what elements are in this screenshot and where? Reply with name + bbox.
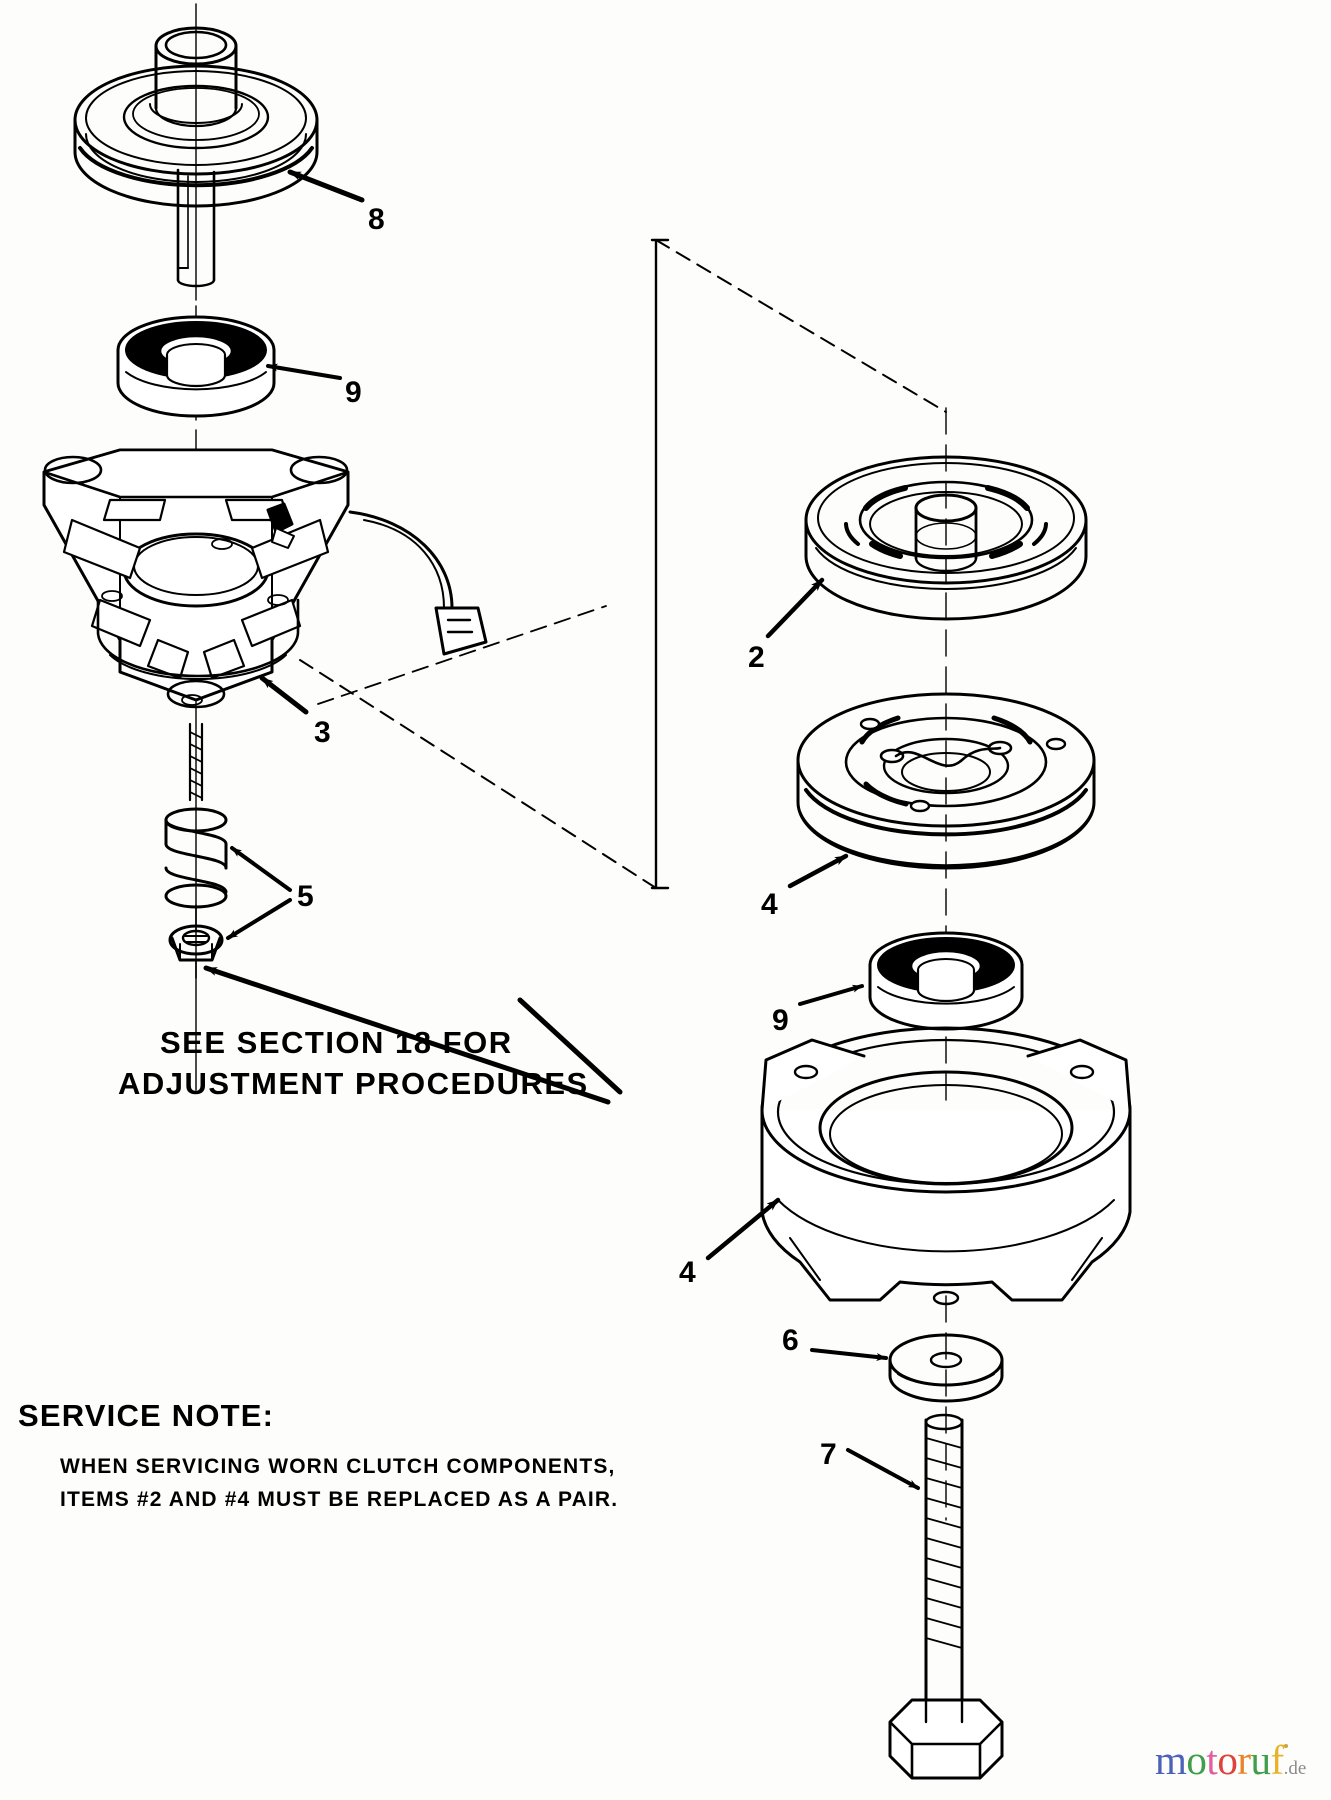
see-section-line-1: SEE SECTION 18 FOR bbox=[160, 1025, 513, 1060]
leader-8 bbox=[287, 169, 365, 203]
see-section-line-2: ADJUSTMENT PROCEDURES bbox=[118, 1066, 589, 1101]
part-6-flat-washer bbox=[888, 1333, 1004, 1403]
leader-lines bbox=[203, 169, 920, 1490]
callout-5: 5 bbox=[297, 880, 314, 913]
service-note: SERVICE NOTE: WHEN SERVICING WORN CLUTCH… bbox=[18, 1398, 618, 1516]
leader-4a bbox=[787, 853, 849, 889]
part-3-field-bracket bbox=[42, 448, 488, 709]
callout-4-housing: 4 bbox=[679, 1256, 696, 1289]
leader-2 bbox=[765, 577, 825, 639]
watermark-letter: o bbox=[1186, 1737, 1207, 1783]
service-note-line-1: WHEN SERVICING WORN CLUTCH COMPONENTS, bbox=[60, 1455, 616, 1478]
watermark-letter: t bbox=[1206, 1737, 1218, 1783]
section-indicator-bracket bbox=[299, 239, 947, 889]
leader-5b bbox=[226, 898, 292, 940]
callout-2: 2 bbox=[748, 641, 765, 674]
callout-7: 7 bbox=[820, 1438, 837, 1471]
part-9-bearing-lower bbox=[868, 931, 1024, 1031]
leader-9a bbox=[266, 363, 342, 380]
watermark-letter: m bbox=[1155, 1737, 1187, 1783]
callout-3: 3 bbox=[314, 716, 331, 749]
watermark-dot bbox=[1284, 1744, 1288, 1748]
callout-6: 6 bbox=[782, 1324, 799, 1357]
leader-9b bbox=[798, 984, 864, 1006]
part-8-drive-pulley bbox=[73, 26, 319, 288]
callout-4-pulley: 4 bbox=[761, 888, 778, 921]
part-4-clutch-housing bbox=[760, 1026, 1132, 1306]
part-2-armature-rotor bbox=[804, 455, 1088, 621]
leader-6 bbox=[810, 1348, 888, 1361]
leader-4b bbox=[705, 1197, 781, 1261]
watermark-letter: f bbox=[1270, 1737, 1284, 1783]
leader-5a bbox=[230, 846, 292, 892]
section-indicator-frame bbox=[650, 238, 670, 890]
see-section-note: SEE SECTION 18 FOR ADJUSTMENT PROCEDURES bbox=[118, 1022, 589, 1104]
callout-8: 8 bbox=[368, 203, 385, 236]
part-9-bearing-upper bbox=[116, 315, 276, 418]
watermark-suffix: .de bbox=[1283, 1758, 1307, 1779]
watermark-letter: r bbox=[1237, 1737, 1251, 1783]
service-note-line-2: ITEMS #2 AND #4 MUST BE REPLACED AS A PA… bbox=[60, 1488, 619, 1511]
part-4-clutch-pulley bbox=[796, 692, 1096, 870]
leader-see-section bbox=[517, 997, 623, 1095]
motoruf-watermark: motoruf.de bbox=[1155, 1740, 1306, 1781]
part-7-hex-bolt bbox=[888, 1413, 1004, 1780]
leader-7 bbox=[846, 1448, 920, 1490]
leader-note-to-nut bbox=[203, 965, 611, 1105]
leader-3-dash bbox=[317, 605, 607, 705]
watermark-letter: u bbox=[1250, 1737, 1271, 1783]
watermark-letter: o bbox=[1217, 1737, 1238, 1783]
callout-9-lower: 9 bbox=[772, 1004, 789, 1037]
watermark-letters: motoruf bbox=[1155, 1737, 1284, 1783]
service-note-title: SERVICE NOTE: bbox=[18, 1398, 275, 1433]
leader-3 bbox=[259, 675, 309, 715]
callout-9-upper: 9 bbox=[345, 376, 362, 409]
part-5-spring-nut bbox=[164, 722, 228, 979]
